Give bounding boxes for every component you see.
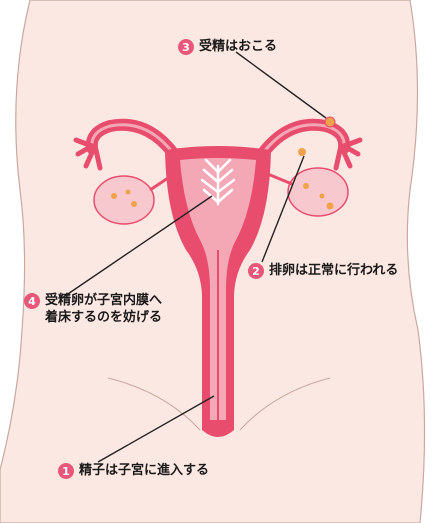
egg <box>325 117 335 127</box>
number-badge-3: 3 <box>178 39 194 55</box>
label-fertilization: 3 受精はおこる <box>178 38 277 55</box>
label-ovulation: 2 排卵は正常に行われる <box>248 262 398 279</box>
released-egg <box>298 148 306 156</box>
number-badge-4: 4 <box>24 293 40 309</box>
number-badge-2: 2 <box>248 263 264 279</box>
number-badge-1: 1 <box>58 463 74 479</box>
label-text-3: 受精はおこる <box>199 38 277 55</box>
label-sperm-entry: 1 精子は子宮に進入する <box>58 462 209 479</box>
ovary-left <box>94 176 154 224</box>
label-implantation: 4 受精卵が子宮内膜へ 着床するのを妨げる <box>24 292 162 326</box>
label-text-1: 精子は子宮に進入する <box>79 462 209 479</box>
label-text-4-line2: 着床するのを妨げる <box>45 309 162 326</box>
label-text-2: 排卵は正常に行われる <box>269 262 398 279</box>
label-text-4-line1: 受精卵が子宮内膜へ <box>45 292 162 309</box>
